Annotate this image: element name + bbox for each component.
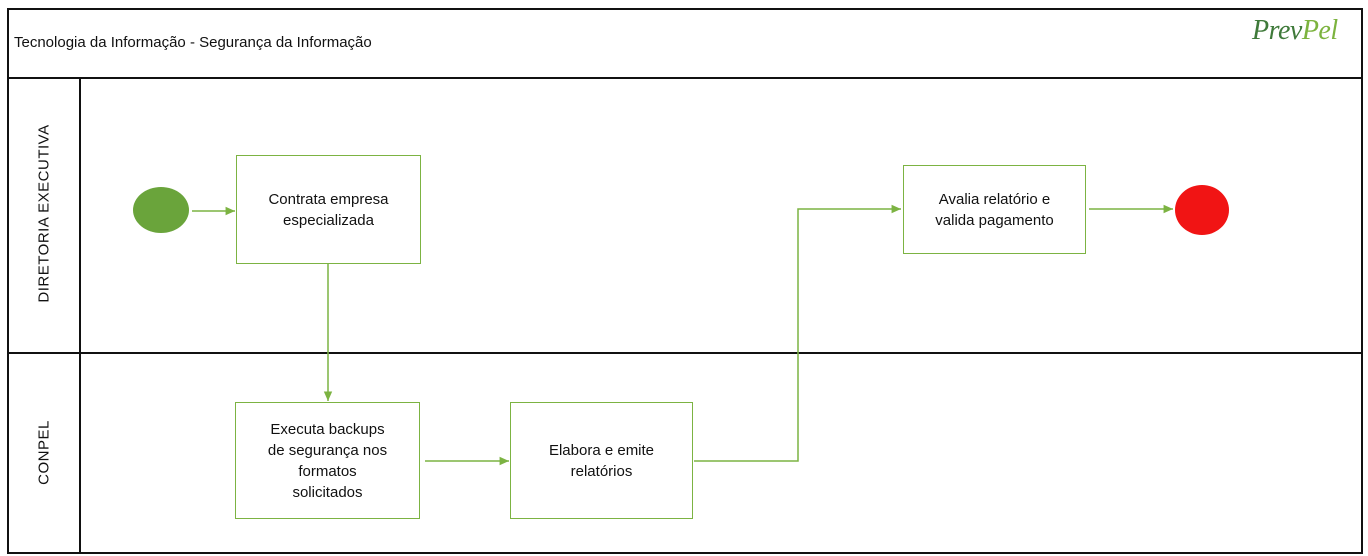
logo-text-main: Prev	[1252, 15, 1302, 46]
task-executa-label: Executa backups de segurança nos formato…	[267, 420, 388, 501]
lane-label-conpel: CONPEL	[35, 420, 53, 485]
task-avalia-relatorio: Avalia relatório e valida pagamento	[903, 165, 1086, 254]
task-avalia-label: Avalia relatório e valida pagamento	[935, 190, 1054, 229]
task-contrata-label: Contrata empresa especializada	[268, 190, 389, 229]
prevpel-logo: PrevPel	[1252, 14, 1352, 58]
end-event	[1175, 185, 1229, 235]
task-elabora-relatorios: Elabora e emite relatórios	[510, 402, 693, 519]
task-elabora-label: Elabora e emite relatórios	[548, 441, 655, 480]
connector-elabora-to-avalia	[694, 204, 901, 462]
task-contrata-empresa: Contrata empresa especializada	[236, 155, 421, 264]
pool-border	[7, 8, 1363, 554]
page-title: Tecnologia da Informação - Segurança da …	[14, 34, 372, 51]
start-event	[133, 187, 189, 233]
lane-label-diretoria-executiva: DIRETORIA EXECUTIVA	[35, 124, 53, 303]
task-executa-backups: Executa backups de segurança nos formato…	[235, 402, 420, 519]
logo-text-accent: Pel	[1301, 15, 1338, 46]
